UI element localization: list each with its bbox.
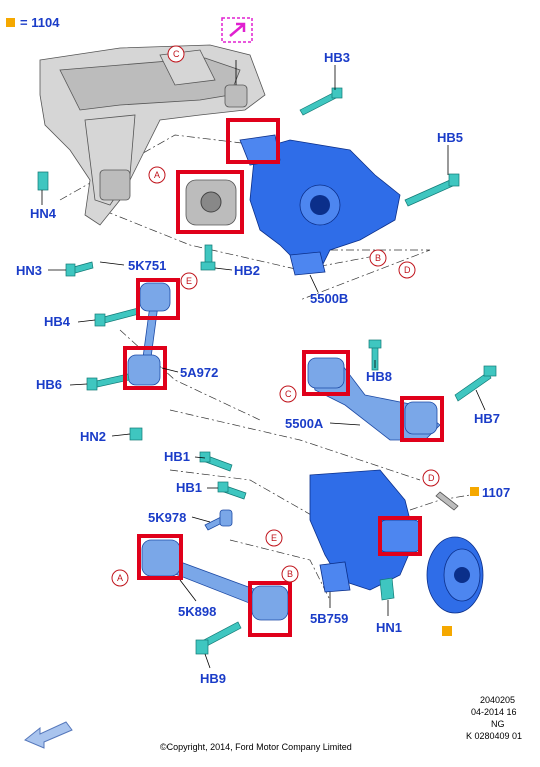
leader-lines [41, 60, 486, 669]
wheel-hub [426, 536, 484, 614]
knuckle-5500b [239, 134, 401, 276]
callout-a-top: A [148, 166, 166, 184]
highlight-boxes [123, 118, 444, 637]
highlight-5a972-upper [136, 278, 180, 320]
label-hb5: HB5 [437, 130, 463, 145]
svg-text:A: A [154, 170, 160, 180]
label-5500a: 5500A [285, 416, 324, 431]
callout-b-low: B [281, 565, 299, 583]
export-arrow-icon[interactable] [221, 17, 253, 43]
label-hn4: HN4 [30, 206, 57, 221]
svg-text:C: C [173, 49, 180, 59]
svg-text:B: B [287, 569, 293, 579]
lower-link-5k898 [141, 539, 289, 621]
header-ref: = 1104 [20, 15, 60, 30]
label-hb1-a: HB1 [164, 449, 190, 464]
highlight-5a972-lower [123, 346, 167, 390]
fasteners [37, 87, 497, 655]
previous-arrow-icon[interactable] [24, 721, 73, 749]
highlight-top-bushing [226, 118, 280, 164]
label-hb3: HB3 [324, 50, 350, 65]
label-hb9: HB9 [200, 671, 226, 686]
label-1107: 1107 [482, 485, 510, 500]
knuckle-lower [309, 469, 421, 593]
svg-text:E: E [186, 276, 192, 286]
label-5k751: 5K751 [128, 258, 166, 273]
label-5k978: 5K978 [148, 510, 186, 525]
label-hb2: HB2 [234, 263, 260, 278]
copyright: ©Copyright, 2014, Ford Motor Company Lim… [160, 742, 352, 752]
callout-c-mid: C [279, 385, 297, 403]
header-marker-square [6, 18, 15, 27]
label-5a972: 5A972 [180, 365, 218, 380]
highlight-5500a-left [302, 350, 350, 396]
highlight-5k898-left [137, 534, 183, 580]
callout-a-low: A [111, 569, 129, 587]
rear-subframe [39, 44, 266, 226]
label-hn1: HN1 [376, 620, 402, 635]
callout-d-top: D [398, 261, 416, 279]
label-hb7: HB7 [474, 411, 500, 426]
footer-code-1: 2040205 [480, 695, 515, 705]
label-hb6: HB6 [36, 377, 62, 392]
callout-b-top: B [369, 249, 387, 267]
svg-text:E: E [271, 533, 277, 543]
svg-text:B: B [375, 253, 381, 263]
callout-d-low: D [422, 469, 440, 487]
footer-code-2: 04-2014 16 [471, 707, 517, 717]
hub-marker-square [442, 626, 452, 636]
bolt-5k978 [204, 509, 233, 531]
label-hn3: HN3 [16, 263, 42, 278]
highlight-center-bushing [176, 170, 244, 234]
callout-e-top: E [180, 272, 198, 290]
label-5k898: 5K898 [178, 604, 216, 619]
label-5b759: 5B759 [310, 611, 348, 626]
bushing-top [185, 179, 237, 226]
callout-e-low: E [265, 529, 283, 547]
svg-text:A: A [117, 573, 123, 583]
label-hb1-b: HB1 [176, 480, 202, 495]
svg-text:C: C [285, 389, 292, 399]
footer-code-3: NG [491, 719, 505, 729]
svg-text:D: D [428, 473, 435, 483]
label-hn2: HN2 [80, 429, 106, 444]
highlight-knuckle [378, 516, 422, 556]
upper-arm-5500a [307, 357, 441, 441]
highlight-5k898-right [248, 581, 292, 637]
part-1107-marker [470, 487, 479, 496]
label-5500b: 5500B [310, 291, 348, 306]
svg-text:D: D [404, 265, 411, 275]
footer-code-4: K 0280409 01 [466, 731, 522, 741]
callout-c-top: C [167, 45, 185, 63]
label-hb4: HB4 [44, 314, 71, 329]
highlight-5500a-right [400, 396, 444, 442]
label-hb8: HB8 [366, 369, 392, 384]
